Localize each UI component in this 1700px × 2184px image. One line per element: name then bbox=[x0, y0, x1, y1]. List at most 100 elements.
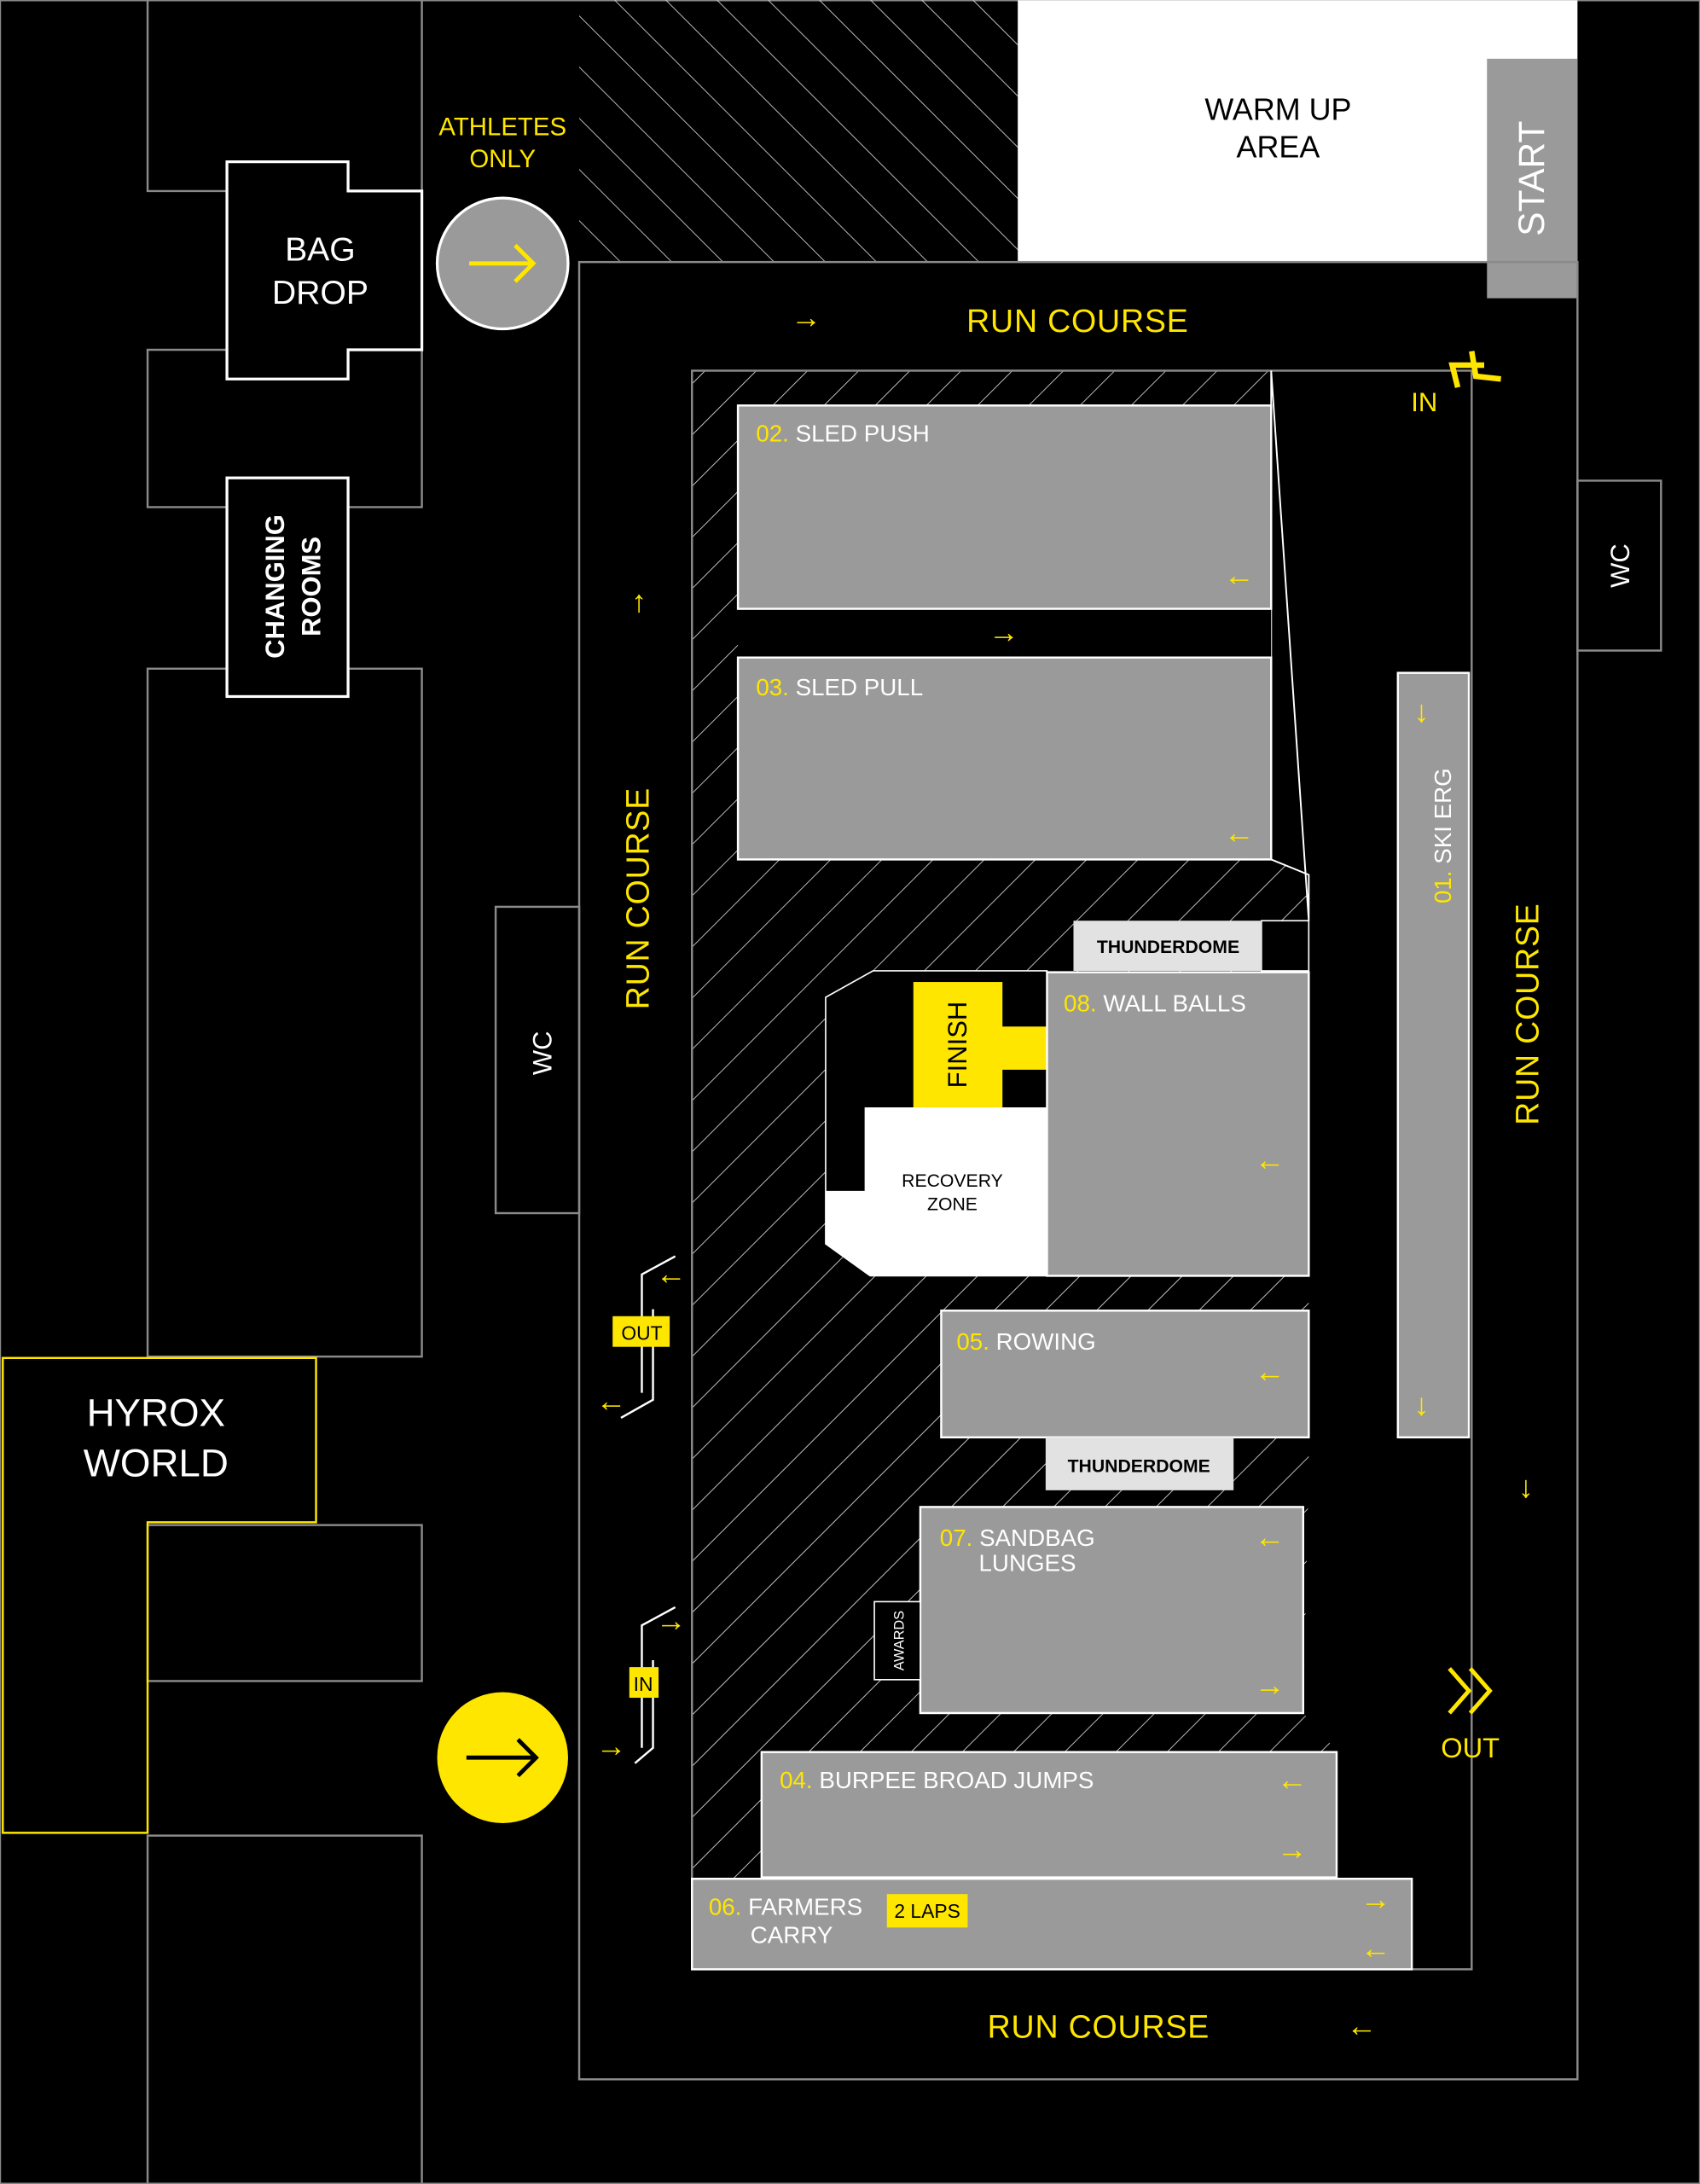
arrow-left-icon: ← bbox=[1255, 1520, 1285, 1554]
warm-up-label-2: AREA bbox=[1237, 131, 1320, 165]
arrow-left-icon: ← bbox=[1361, 1931, 1391, 1965]
station-number: 02. bbox=[756, 421, 789, 447]
in-gate-left: IN bbox=[629, 1606, 676, 1764]
hyrox-world: HYROX WORLD bbox=[2, 1356, 317, 1834]
bag-drop: BAG DROP bbox=[225, 160, 424, 380]
changing-rooms-label-1: CHANGING bbox=[260, 514, 290, 659]
arrow-left-icon: ← bbox=[1224, 558, 1255, 592]
station-number: 06. bbox=[709, 1894, 742, 1920]
svg-text:07. SANDBAG: 07. SANDBAG bbox=[940, 1525, 1095, 1551]
arrow-left-icon: ← bbox=[1224, 816, 1255, 850]
arrow-right-icon: → bbox=[989, 615, 1019, 649]
run-course-label-right: RUN COURSE bbox=[1510, 903, 1546, 1124]
svg-text:01. SKI ERG: 01. SKI ERG bbox=[1430, 768, 1456, 903]
bag-drop-label-2: DROP bbox=[272, 275, 368, 311]
station-name: SKI ERG bbox=[1430, 768, 1456, 864]
station-06: 06. FARMERS CARRY 2 LAPS bbox=[691, 1878, 1413, 1971]
run-course-label-bottom: RUN COURSE bbox=[988, 2008, 1210, 2044]
recovery-zone-label-1: RECOVERY bbox=[902, 1171, 1003, 1191]
station-02: 02. SLED PUSH bbox=[736, 404, 1273, 610]
start-label: START bbox=[1511, 121, 1552, 236]
out-label: OUT bbox=[621, 1322, 662, 1345]
station-name-line2: LUNGES bbox=[978, 1550, 1076, 1577]
arrow-right-icon: → bbox=[1361, 1882, 1391, 1916]
left-buildings bbox=[146, 0, 423, 2184]
station-08: 08. WALL BALLS bbox=[1046, 971, 1310, 1277]
out-gate-left: OUT bbox=[612, 1255, 676, 1420]
changing-rooms: CHANGING ROOMS bbox=[225, 476, 350, 699]
wc-left: WC bbox=[494, 905, 581, 1215]
wc-label: WC bbox=[1605, 543, 1635, 588]
station-name: SLED PULL bbox=[796, 674, 924, 700]
station-07: 07. SANDBAG LUNGES bbox=[919, 1506, 1305, 1715]
recovery-zone: RECOVERY ZONE bbox=[825, 1107, 1047, 1276]
station-number: 08. bbox=[1064, 990, 1097, 1016]
athletes-only-label-1: ATHLETES bbox=[438, 113, 566, 142]
warm-up-area: WARM UP AREA bbox=[1018, 0, 1578, 263]
wc-label: WC bbox=[527, 1031, 557, 1075]
svg-text:05. ROWING: 05. ROWING bbox=[956, 1328, 1095, 1355]
arrow-left-icon: ← bbox=[596, 1384, 627, 1418]
arrow-up-icon: ↑ bbox=[631, 584, 647, 619]
in-label: IN bbox=[634, 1673, 653, 1695]
arrow-right-icon: → bbox=[596, 1729, 627, 1763]
two-laps-badge: 2 LAPS bbox=[894, 1900, 960, 1922]
athletes-only-entrance: ATHLETES ONLY bbox=[435, 113, 570, 331]
station-name: SLED PUSH bbox=[796, 421, 930, 447]
thunderdome-label: THUNDERDOME bbox=[1068, 1457, 1210, 1477]
arrow-left-icon: ← bbox=[1255, 1142, 1285, 1176]
awards: AWARDS bbox=[873, 1600, 921, 1681]
arrow-left-icon: ← bbox=[1255, 1355, 1285, 1389]
changing-rooms-label-2: ROOMS bbox=[296, 537, 326, 636]
arrow-down-icon: ↓ bbox=[1518, 1470, 1534, 1504]
svg-text:08. WALL BALLS: 08. WALL BALLS bbox=[1064, 990, 1246, 1016]
bag-drop-label-1: BAG bbox=[285, 232, 356, 269]
station-05: 05. ROWING bbox=[940, 1310, 1310, 1439]
main-entrance bbox=[437, 1692, 568, 1823]
svg-text:03. SLED PULL: 03. SLED PULL bbox=[756, 674, 923, 700]
svg-text:04. BURPEE BROAD JUMPS: 04. BURPEE BROAD JUMPS bbox=[780, 1767, 1094, 1793]
arrow-left-icon: ← bbox=[656, 1257, 687, 1291]
station-name: FARMERS bbox=[748, 1894, 862, 1920]
wc-right: WC bbox=[1576, 479, 1662, 652]
athletes-only-label-2: ONLY bbox=[469, 145, 536, 173]
station-name-line2: CARRY bbox=[751, 1921, 833, 1948]
recovery-zone-label-2: ZONE bbox=[927, 1195, 978, 1215]
station-name: SANDBAG bbox=[979, 1525, 1095, 1551]
arrow-down-icon: ↓ bbox=[1414, 1388, 1430, 1422]
awards-label: AWARDS bbox=[891, 1611, 907, 1671]
arrow-right-icon: → bbox=[791, 300, 821, 334]
station-name: ROWING bbox=[996, 1328, 1096, 1355]
out-label: OUT bbox=[1441, 1732, 1500, 1763]
station-name: WALL BALLS bbox=[1103, 990, 1246, 1016]
station-number: 01. bbox=[1430, 870, 1456, 903]
thunderdome-top: THUNDERDOME bbox=[1073, 920, 1310, 972]
thunderdome-label: THUNDERDOME bbox=[1097, 938, 1239, 957]
finish: FINISH bbox=[913, 982, 1047, 1107]
arrow-left-icon: ← bbox=[1346, 2009, 1377, 2043]
arrow-right-icon: → bbox=[1255, 1668, 1285, 1702]
station-03: 03. SLED PULL bbox=[736, 656, 1273, 861]
station-number: 04. bbox=[780, 1767, 813, 1793]
station-04: 04. BURPEE BROAD JUMPS bbox=[760, 1751, 1338, 1879]
station-number: 03. bbox=[756, 674, 789, 700]
hyrox-world-label-1: HYROX bbox=[87, 1391, 225, 1435]
svg-text:02. SLED PUSH: 02. SLED PUSH bbox=[756, 421, 930, 447]
arrow-down-icon: ↓ bbox=[1414, 694, 1430, 729]
hyrox-world-label-2: WORLD bbox=[84, 1442, 229, 1485]
station-01: 01. SKI ERG bbox=[1396, 671, 1471, 1439]
hatched-area-top bbox=[579, 0, 1018, 263]
run-course-label-left: RUN COURSE bbox=[620, 787, 656, 1009]
station-name: BURPEE BROAD JUMPS bbox=[819, 1767, 1094, 1793]
arrow-right-icon bbox=[466, 1738, 539, 1778]
run-course-label-top: RUN COURSE bbox=[966, 303, 1188, 339]
arrow-right-icon: → bbox=[1277, 1832, 1308, 1866]
svg-text:06. FARMERS: 06. FARMERS bbox=[709, 1894, 862, 1920]
station-number: 05. bbox=[956, 1328, 989, 1355]
direction-arrows: → ↑ ← → ← ↓ ↓ ← ← ← → ← → → ← ↓ ← ← ← → … bbox=[596, 300, 1534, 2043]
start-area: START bbox=[1487, 58, 1578, 299]
arrow-right-icon: → bbox=[656, 1604, 687, 1638]
station-number: 07. bbox=[940, 1525, 973, 1551]
warm-up-label-1: WARM UP bbox=[1204, 93, 1351, 127]
